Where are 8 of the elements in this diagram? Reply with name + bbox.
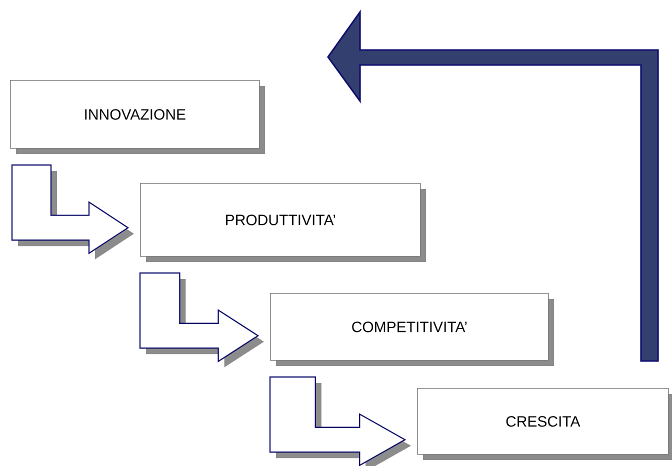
process-box: COMPETITIVITA’ [270, 293, 554, 366]
bent-arrow [139, 272, 264, 368]
process-box: PRODUTTIVITA’ [140, 183, 426, 262]
process-box: CRESCITA [417, 388, 672, 460]
bent-arrow [269, 376, 411, 466]
feedback-arrow [327, 10, 659, 362]
process-box: INNOVAZIONE [10, 80, 265, 154]
bent-arrow [11, 164, 134, 260]
